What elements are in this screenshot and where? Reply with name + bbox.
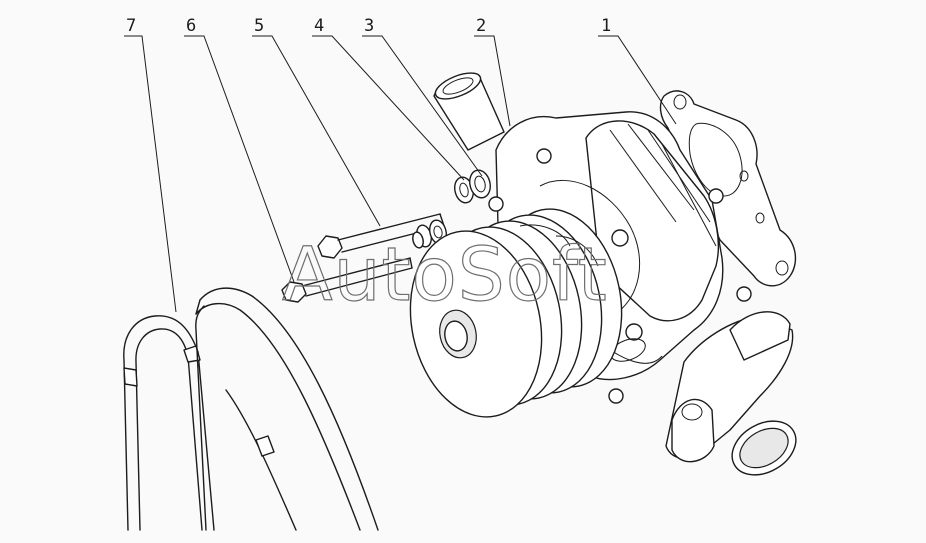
callout-5: 5 (254, 16, 264, 36)
svg-text:1: 1 (601, 16, 611, 36)
callout-1: 1 (601, 16, 611, 36)
callout-3: 3 (364, 16, 374, 36)
callout-2: 2 (476, 16, 486, 36)
gasket-part-1 (659, 90, 797, 287)
washers-bolt-short (412, 219, 447, 249)
v-belt-part-7 (123, 287, 379, 531)
svg-text:7: 7 (126, 16, 136, 36)
callout-6: 6 (186, 16, 196, 36)
washer-part-4 (454, 176, 474, 204)
watermark-text: AutoSoft (282, 232, 608, 318)
callout-7: 7 (126, 16, 136, 36)
svg-text:2: 2 (476, 16, 486, 36)
svg-text:5: 5 (254, 16, 264, 36)
pulley (409, 208, 623, 418)
svg-text:3: 3 (364, 16, 374, 36)
callout-4: 4 (314, 16, 324, 36)
svg-text:4: 4 (314, 16, 324, 36)
bolt-short-part-6 (281, 257, 413, 303)
callout-leaders (124, 35, 677, 313)
svg-text:6: 6 (186, 16, 196, 36)
washer-part-3 (469, 169, 491, 199)
